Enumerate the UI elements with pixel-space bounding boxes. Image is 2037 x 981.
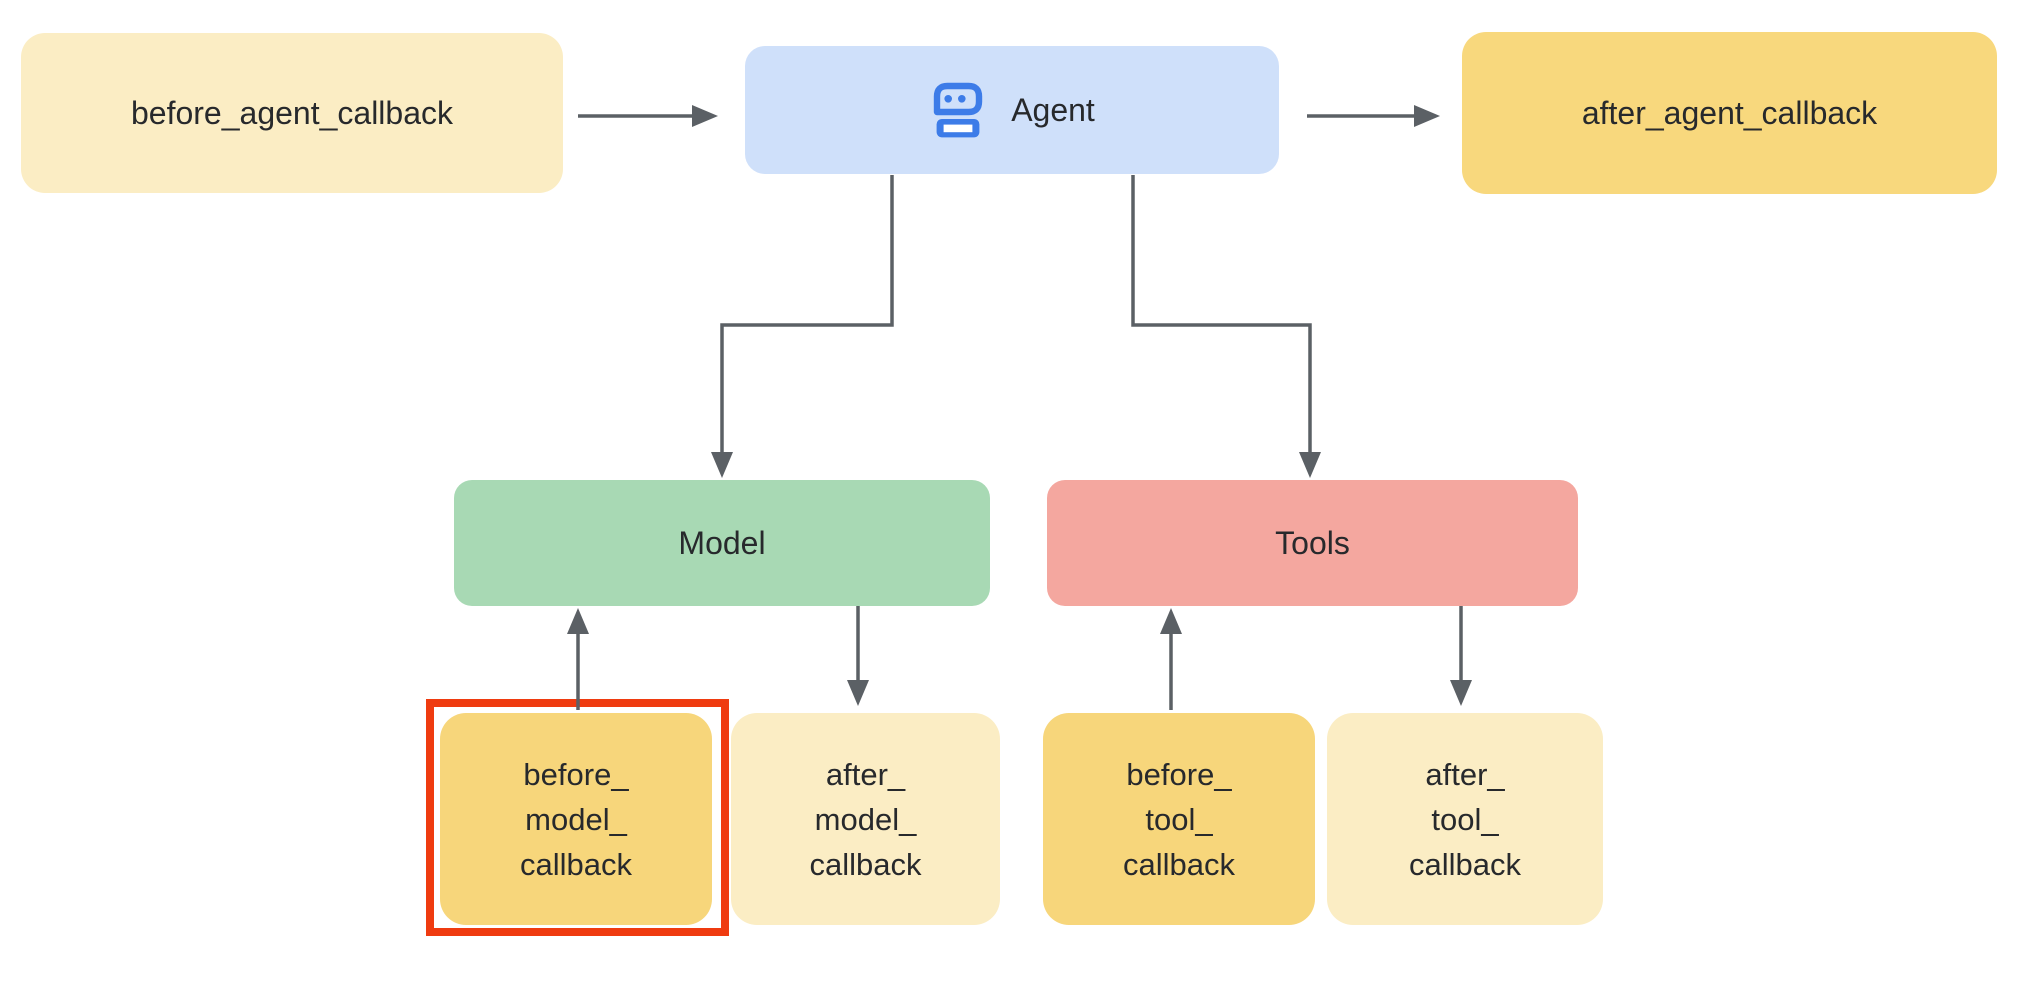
edge-before-tool-to-tools xyxy=(1160,608,1182,710)
node-before-tool-callback: before_ tool_ callback xyxy=(1043,713,1315,925)
node-label-line: model_ xyxy=(525,801,627,837)
node-label-line: callback xyxy=(1123,846,1235,882)
node-label-line: callback xyxy=(1409,846,1521,882)
node-label: Tools xyxy=(1275,524,1350,561)
edge-model-to-after-model xyxy=(847,606,869,706)
node-agent: Agent xyxy=(745,46,1279,174)
edge-agent-to-after-agent xyxy=(1307,105,1440,127)
node-label: before_agent_callback xyxy=(130,94,453,131)
node-label: Agent xyxy=(1011,91,1095,128)
node-tools: Tools xyxy=(1047,480,1578,606)
node-label-line: model_ xyxy=(814,801,917,837)
edge-before-model-to-model xyxy=(567,608,589,710)
edge-tools-to-after-tool xyxy=(1450,606,1472,706)
node-label-line: tool_ xyxy=(1145,801,1213,837)
node-label: Model xyxy=(678,524,766,561)
node-after-agent-callback: after_agent_callback xyxy=(1462,32,1997,194)
node-before-agent-callback: before_agent_callback xyxy=(21,33,563,193)
node-model: Model xyxy=(454,480,990,606)
node-label-line: after_ xyxy=(1425,756,1505,792)
node-after-model-callback: after_ model_ callback xyxy=(731,713,1000,925)
node-label-line: callback xyxy=(520,846,632,882)
node-before-model-callback: before_ model_ callback xyxy=(440,713,712,925)
node-label-line: before_ xyxy=(523,756,629,792)
edge-before-agent-to-agent xyxy=(578,105,718,127)
node-label-line: after_ xyxy=(825,756,906,792)
node-label-line: tool_ xyxy=(1431,801,1499,837)
node-label-line: callback xyxy=(809,846,922,882)
edge-agent-to-tools xyxy=(1131,175,1321,478)
edge-agent-to-model xyxy=(711,175,894,478)
node-label: after_agent_callback xyxy=(1581,94,1878,131)
node-label-line: before_ xyxy=(1126,756,1232,792)
robot-icon xyxy=(929,78,987,142)
node-after-tool-callback: after_ tool_ callback xyxy=(1327,713,1603,925)
